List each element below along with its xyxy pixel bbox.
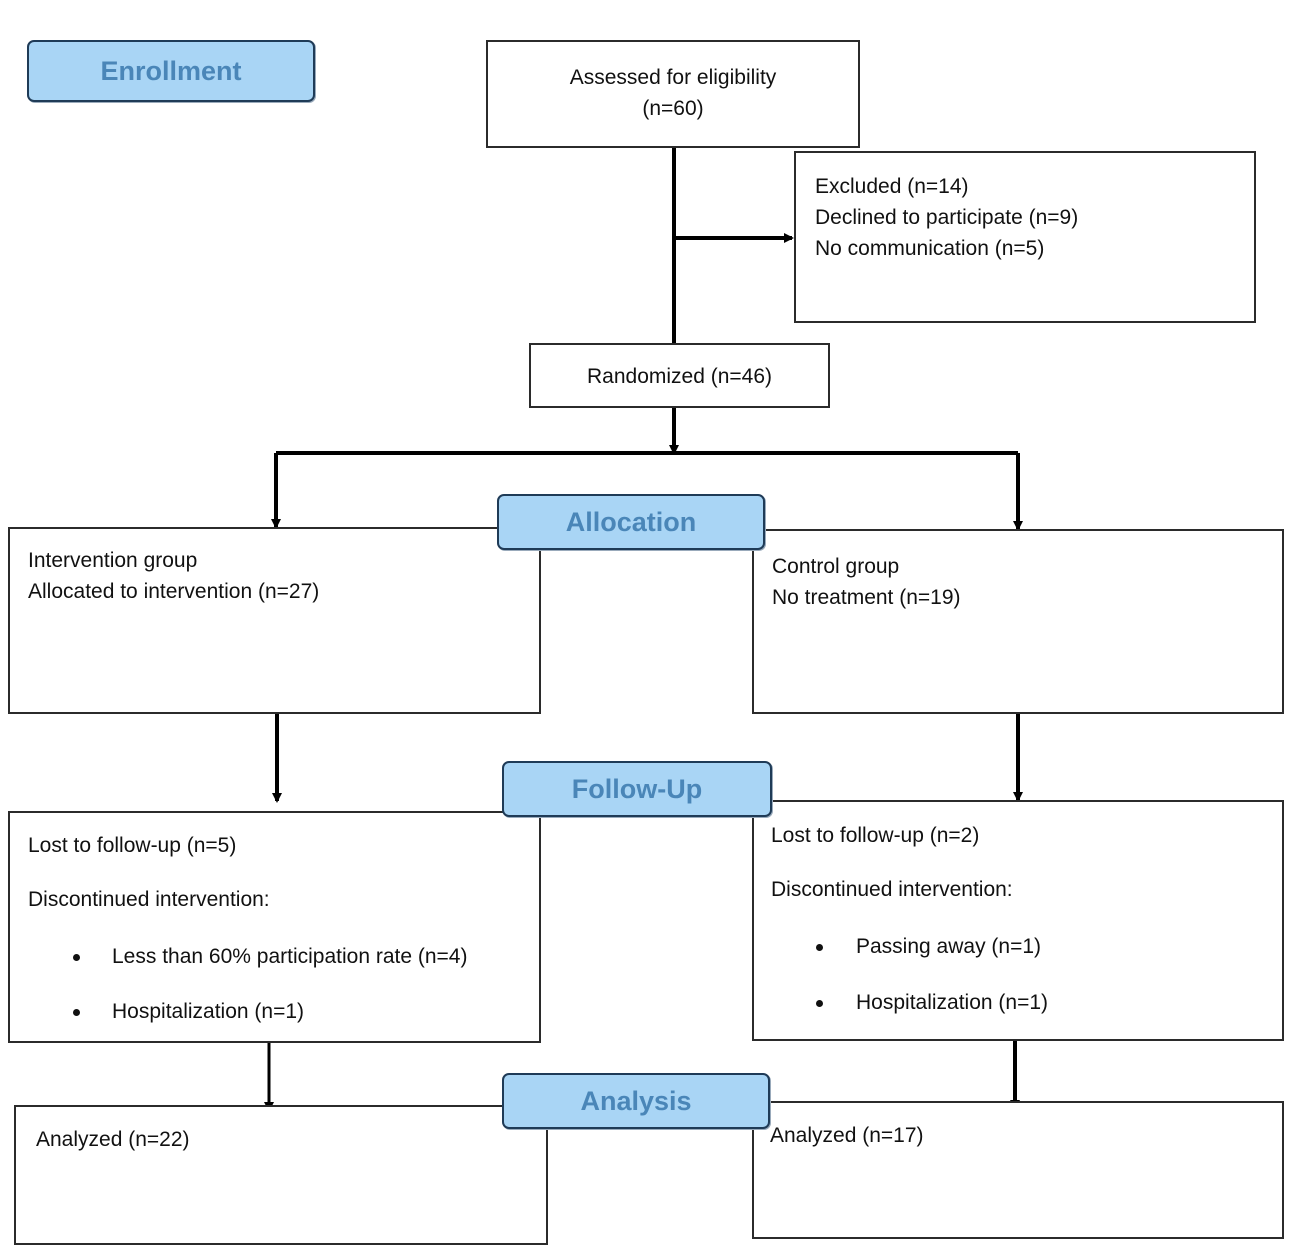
control-title: Control group — [772, 555, 900, 578]
intervention-title: Intervention group — [28, 549, 198, 572]
control-followup-box: Lost to follow-up (n=2) Discontinued int… — [752, 800, 1284, 1041]
control-allocated: No treatment (n=19) — [772, 586, 961, 609]
bullet-icon — [816, 1000, 823, 1007]
assessed-label: Assessed for eligibility — [569, 66, 777, 89]
intervention-allocated: Allocated to intervention (n=27) — [28, 580, 320, 603]
control-analyzed: Analyzed (n=17) — [770, 1124, 924, 1147]
intervention-analyzed: Analyzed (n=22) — [36, 1128, 190, 1151]
excluded-box: Excluded (n=14) Declined to participate … — [794, 151, 1256, 323]
control-analysis-box: Analyzed (n=17) — [752, 1101, 1284, 1239]
control-bullet-passing-away: Passing away (n=1) — [856, 935, 1042, 958]
excluded-no-communication: No communication (n=5) — [815, 237, 1045, 260]
control-discontinued: Discontinued intervention: — [771, 878, 1013, 901]
bullet-icon — [816, 944, 823, 951]
bullet-icon — [73, 1009, 80, 1016]
intervention-allocation-box: Intervention group Allocated to interven… — [8, 527, 541, 714]
stage-follow-up: Follow-Up — [502, 761, 772, 817]
control-lost: Lost to follow-up (n=2) — [771, 824, 980, 847]
randomized-box: Randomized (n=46) — [529, 343, 830, 408]
control-allocation-box: Control group No treatment (n=19) — [752, 529, 1284, 714]
intervention-bullet-participation: Less than 60% participation rate (n=4) — [112, 945, 468, 968]
intervention-discontinued: Discontinued intervention: — [28, 888, 270, 911]
stage-analysis: Analysis — [502, 1073, 770, 1129]
intervention-bullet-hospitalization: Hospitalization (n=1) — [112, 1000, 305, 1023]
intervention-analysis-box: Analyzed (n=22) — [14, 1105, 548, 1245]
bullet-icon — [73, 954, 80, 961]
intervention-lost: Lost to follow-up (n=5) — [28, 834, 237, 857]
intervention-followup-box: Lost to follow-up (n=5) Discontinued int… — [8, 811, 541, 1043]
randomized-label: Randomized (n=46) — [586, 365, 773, 388]
excluded-total: Excluded (n=14) — [815, 175, 969, 198]
stage-allocation: Allocation — [497, 494, 765, 550]
control-bullet-hospitalization: Hospitalization (n=1) — [856, 991, 1049, 1014]
assessed-count: (n=60) — [642, 97, 704, 120]
excluded-declined: Declined to participate (n=9) — [815, 206, 1079, 229]
assessed-box: Assessed for eligibility (n=60) — [486, 40, 860, 148]
stage-enrollment: Enrollment — [27, 40, 315, 102]
